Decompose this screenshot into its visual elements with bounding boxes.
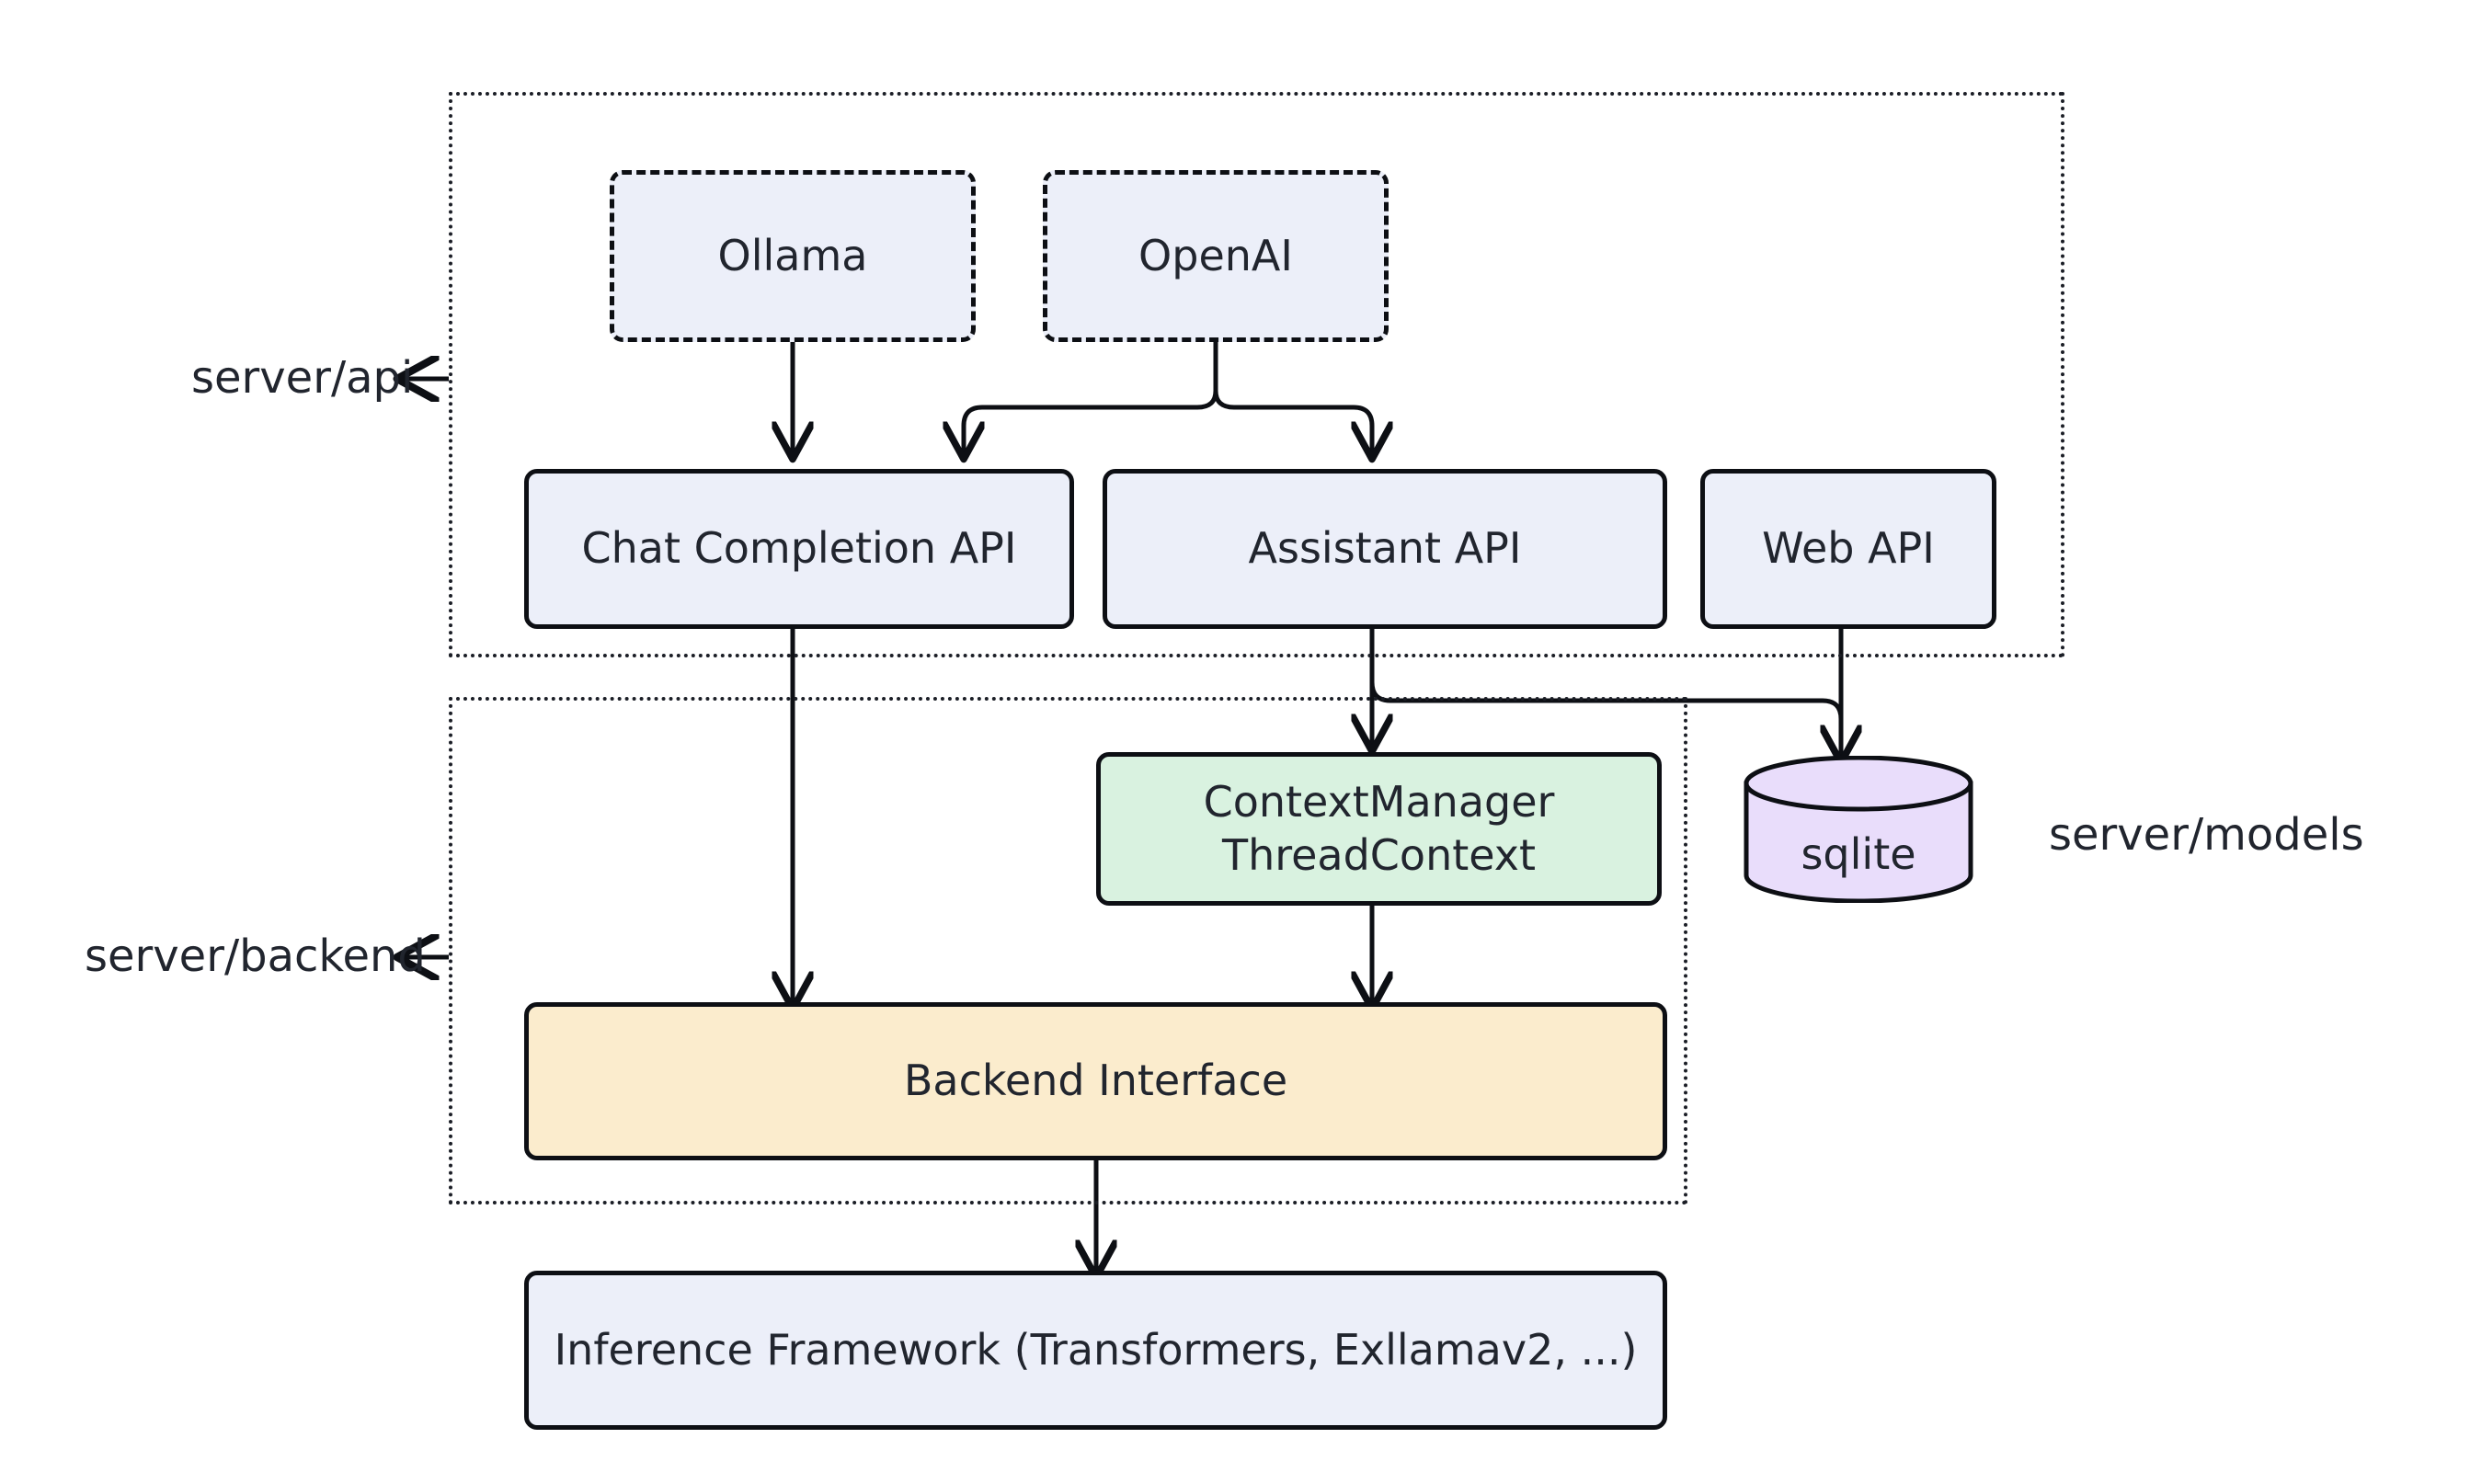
- node-backend-interface-label: Backend Interface: [903, 1056, 1288, 1106]
- node-assistant-api[interactable]: Assistant API: [1103, 469, 1667, 629]
- node-ollama[interactable]: Ollama: [610, 170, 976, 342]
- cylinder-shape: [1744, 755, 1973, 904]
- node-context-manager-label: ContextManager ThreadContext: [1203, 777, 1555, 880]
- label-server-api: server/api: [191, 352, 414, 404]
- node-openai[interactable]: OpenAI: [1043, 170, 1389, 342]
- node-inference-framework-label: Inference Framework (Transformers, Exlla…: [554, 1324, 1638, 1375]
- label-server-models: server/models: [2049, 809, 2364, 861]
- node-web-api[interactable]: Web API: [1700, 469, 1996, 629]
- node-openai-label: OpenAI: [1138, 230, 1293, 280]
- node-ollama-label: Ollama: [717, 230, 868, 280]
- node-inference-framework[interactable]: Inference Framework (Transformers, Exlla…: [524, 1271, 1667, 1430]
- node-chat-completion-api[interactable]: Chat Completion API: [524, 469, 1074, 629]
- group-server-api: [449, 92, 2064, 657]
- node-chat-completion-api-label: Chat Completion API: [581, 523, 1017, 574]
- node-context-manager[interactable]: ContextManager ThreadContext: [1096, 752, 1662, 906]
- node-assistant-api-label: Assistant API: [1248, 523, 1522, 574]
- node-web-api-label: Web API: [1762, 523, 1935, 574]
- node-sqlite[interactable]: sqlite: [1743, 755, 1974, 904]
- label-server-backend: server/backend: [85, 930, 426, 982]
- node-backend-interface[interactable]: Backend Interface: [524, 1002, 1667, 1160]
- group-server-backend: [449, 697, 1687, 1204]
